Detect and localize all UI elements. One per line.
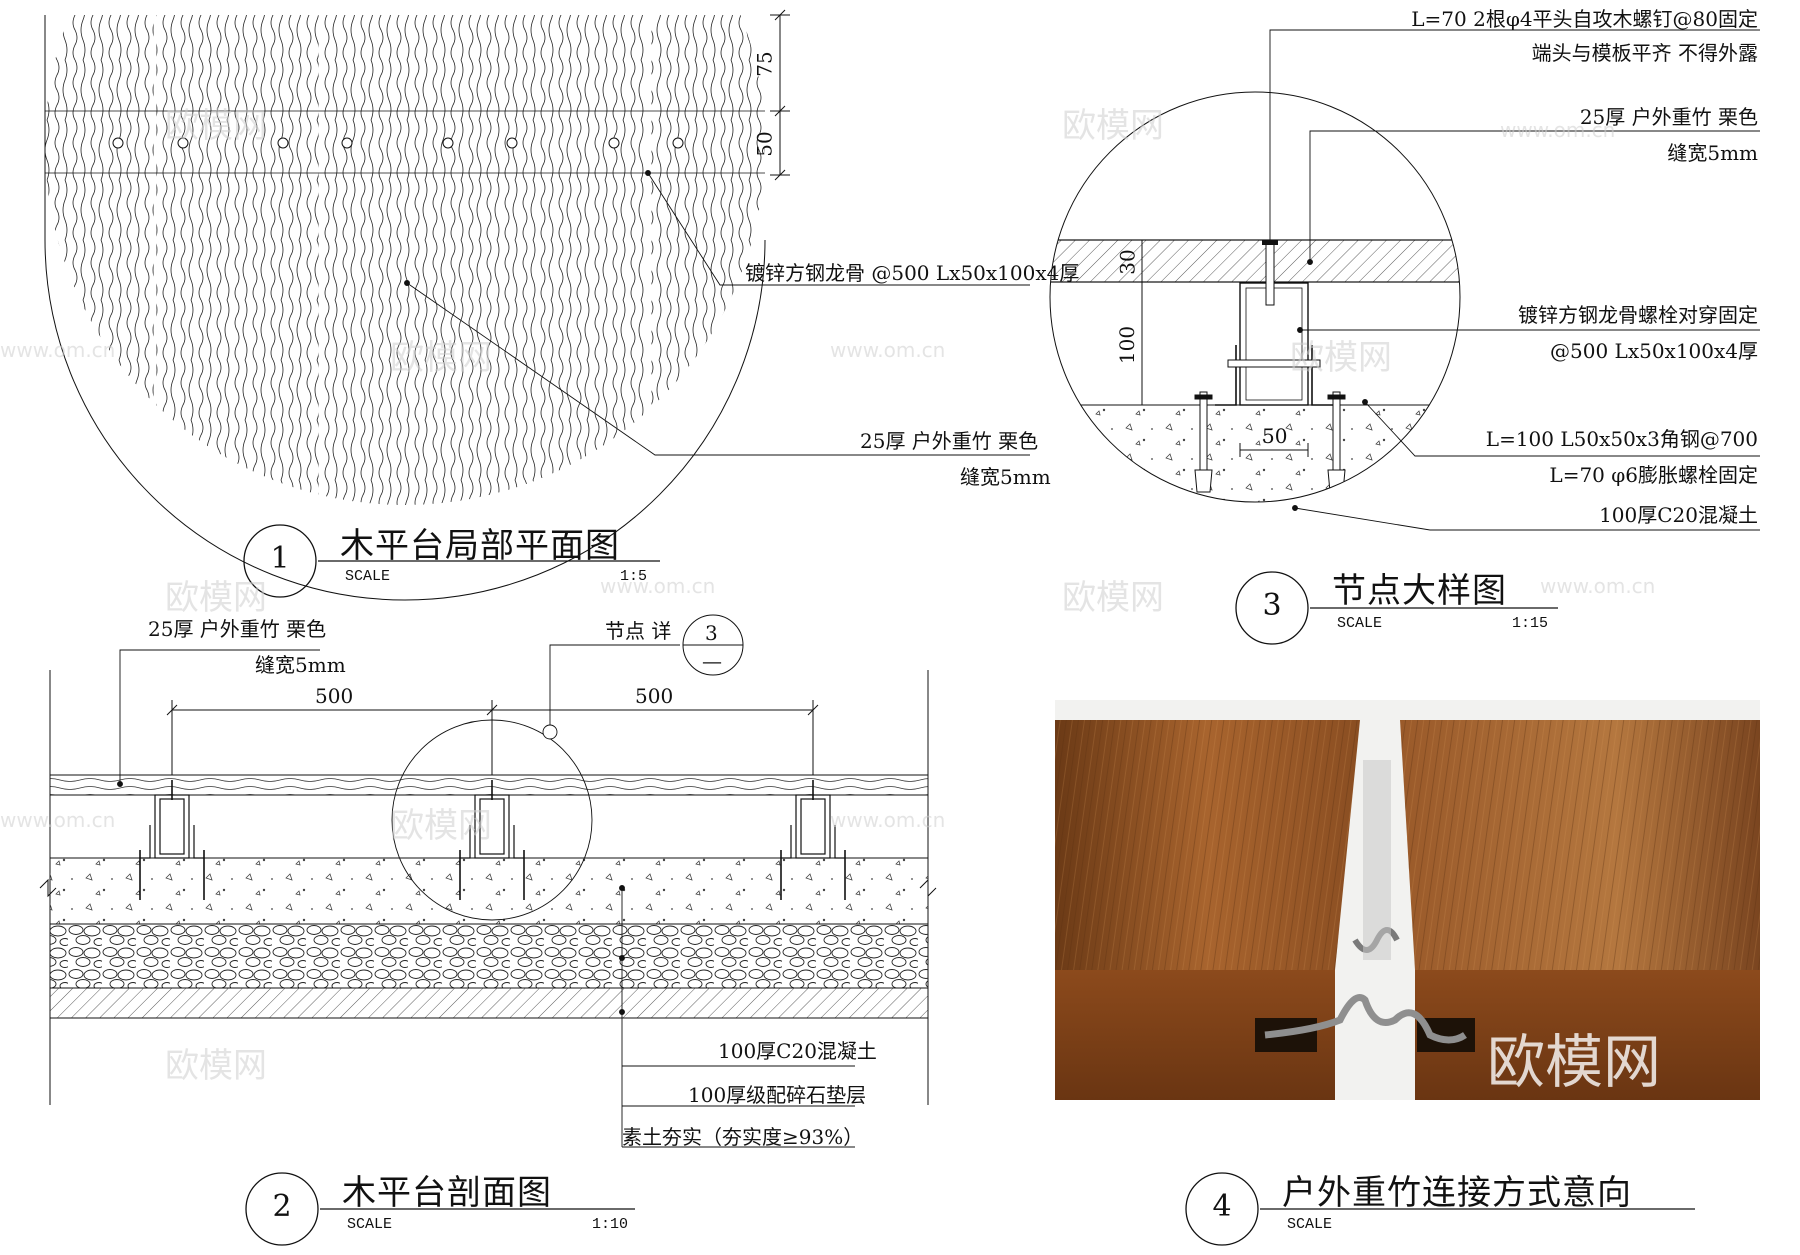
watermark-url: www.om.cn xyxy=(1540,574,1656,598)
fig1-scale-label: SCALE xyxy=(345,568,391,585)
fig3-dim-100: 100 xyxy=(1115,325,1140,365)
watermark-brand: 欧模网 xyxy=(165,106,267,146)
fig2-detail-sheet: — xyxy=(702,649,722,673)
watermark-url: www.om.cn xyxy=(600,574,716,598)
fig2-scale-label: SCALE xyxy=(347,1216,393,1233)
bamboo-connection-photo: 欧模网 xyxy=(1055,700,1760,1100)
fig2-layer-soil: 素土夯实（夯实度≥93%） xyxy=(622,1125,864,1149)
watermark-brand: 欧模网 xyxy=(165,1046,267,1086)
fig2-dim-left: 500 xyxy=(315,684,354,708)
fig4-title-block xyxy=(1185,1172,1695,1246)
watermark-url: www.om.cn xyxy=(830,338,946,362)
fig1-plan-drawing xyxy=(44,9,1030,601)
fig3-scale-value: 1:15 xyxy=(1512,615,1549,632)
fig2-title: 木平台剖面图 xyxy=(342,1173,552,1213)
fig1-gap-label: 缝宽5mm xyxy=(960,465,1051,489)
fig2-deck-label: 25厚 户外重竹 栗色 xyxy=(148,617,327,641)
fig3-deck-label-1: 25厚 户外重竹 栗色 xyxy=(1579,105,1758,129)
fig3-scale-label: SCALE xyxy=(1337,615,1383,632)
fig2-scale-value: 1:10 xyxy=(592,1216,629,1233)
fig3-dim-50: 50 xyxy=(1262,424,1288,448)
watermark-brand: 欧模网 xyxy=(390,338,492,378)
watermark-url: www.om.cn xyxy=(1500,118,1616,142)
fig2-section-drawing xyxy=(39,614,937,1246)
fig1-deck-label: 25厚 户外重竹 栗色 xyxy=(860,429,1039,453)
fig3-title: 节点大样图 xyxy=(1332,571,1507,611)
fig1-title: 木平台局部平面图 xyxy=(340,526,620,566)
watermark-brand: 欧模网 xyxy=(1290,338,1392,378)
fig3-deck-label-2: 缝宽5mm xyxy=(1667,141,1758,165)
fig1-keel-label: 镀锌方钢龙骨 @500 Lx50x100x4厚 xyxy=(745,261,1080,285)
fig3-dim-30: 30 xyxy=(1115,249,1140,275)
watermark-brand: 欧模网 xyxy=(390,806,492,846)
watermark-url: www.om.cn xyxy=(0,808,116,832)
watermark-brand: 欧模网 xyxy=(1062,578,1164,618)
fig2-layer-gravel: 100厚级配碎石垫层 xyxy=(688,1083,867,1107)
fig1-dim-top: 75 xyxy=(752,51,777,77)
fig3-keel-label-1: 镀锌方钢龙骨螺栓对穿固定 xyxy=(1518,303,1758,327)
watermark-url: www.om.cn xyxy=(0,338,116,362)
fig2-layer-concrete: 100厚C20混凝土 xyxy=(718,1039,877,1063)
fig3-keel-label-2: @500 Lx50x100x4厚 xyxy=(1550,339,1758,363)
fig2-detail-ref: 节点 详 xyxy=(605,619,672,643)
fig1-number: 1 xyxy=(270,541,290,576)
fig3-screw-label-1: L=70 2根φ4平头自攻木螺钉@80固定 xyxy=(1411,7,1758,31)
fig3-screw-label-2: 端头与模板平齐 不得外露 xyxy=(1531,41,1758,65)
fig4-scale-label: SCALE xyxy=(1287,1216,1333,1233)
watermark-brand: 欧模网 xyxy=(165,578,267,618)
fig3-angle-label-2: L=70 φ6膨胀螺栓固定 xyxy=(1549,463,1758,487)
fig2-dim-right: 500 xyxy=(635,684,674,708)
watermark-url: www.om.cn xyxy=(830,808,946,832)
fig4-title: 户外重竹连接方式意向 xyxy=(1282,1173,1632,1213)
fig3-angle-label-1: L=100 L50x50x3角钢@700 xyxy=(1485,427,1758,451)
fig1-dim-mid: 50 xyxy=(752,131,777,157)
fig2-gap-label: 缝宽5mm xyxy=(255,653,346,677)
fig1-scale-value: 1:5 xyxy=(620,568,648,585)
fig4-number: 4 xyxy=(1212,1189,1232,1224)
fig2-number: 2 xyxy=(272,1189,292,1224)
fig3-concrete-label: 100厚C20混凝土 xyxy=(1599,503,1758,527)
watermark-brand: 欧模网 xyxy=(1062,106,1164,146)
photo-watermark: 欧模网 xyxy=(1487,1028,1661,1096)
fig3-number: 3 xyxy=(1262,588,1282,623)
fig2-detail-num: 3 xyxy=(705,621,718,645)
